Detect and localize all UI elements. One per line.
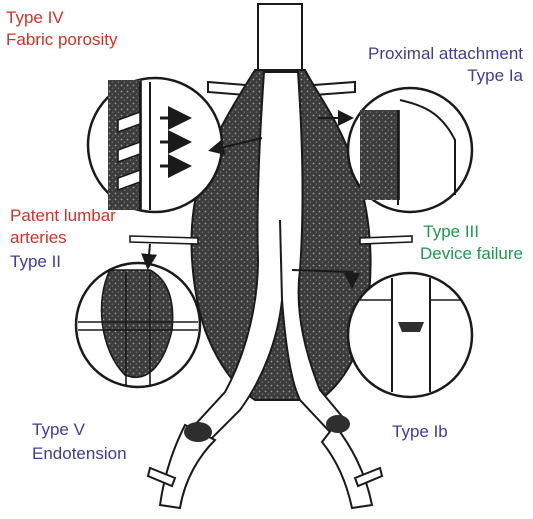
type1a-subtitle: Type Ia xyxy=(467,66,523,86)
type5-subtitle: Endotension xyxy=(32,444,127,464)
left-distal-seal xyxy=(184,422,212,442)
inset-type3 xyxy=(348,273,472,397)
inset-type4 xyxy=(88,78,222,212)
lumbar-artery-left xyxy=(130,236,198,244)
type4-title: Type IV xyxy=(6,8,64,28)
type2-title-line1: Patent lumbar xyxy=(10,206,116,226)
iliac-arteries xyxy=(148,425,382,508)
type1b-label: Type Ib xyxy=(392,422,448,442)
inset-type2 xyxy=(76,263,200,387)
inset-type1a xyxy=(348,88,472,212)
right-distal-seal xyxy=(326,415,350,433)
type3-subtitle: Device failure xyxy=(420,244,523,264)
type2-subtitle: Type II xyxy=(10,252,61,272)
type5-title: Type V xyxy=(32,420,85,440)
type4-subtitle: Fabric porosity xyxy=(6,30,117,50)
type3-title: Type III xyxy=(423,222,479,242)
lumbar-artery-right xyxy=(360,236,412,244)
type2-title-line2: arteries xyxy=(10,228,67,248)
type1a-title: Proximal attachment xyxy=(368,44,523,64)
